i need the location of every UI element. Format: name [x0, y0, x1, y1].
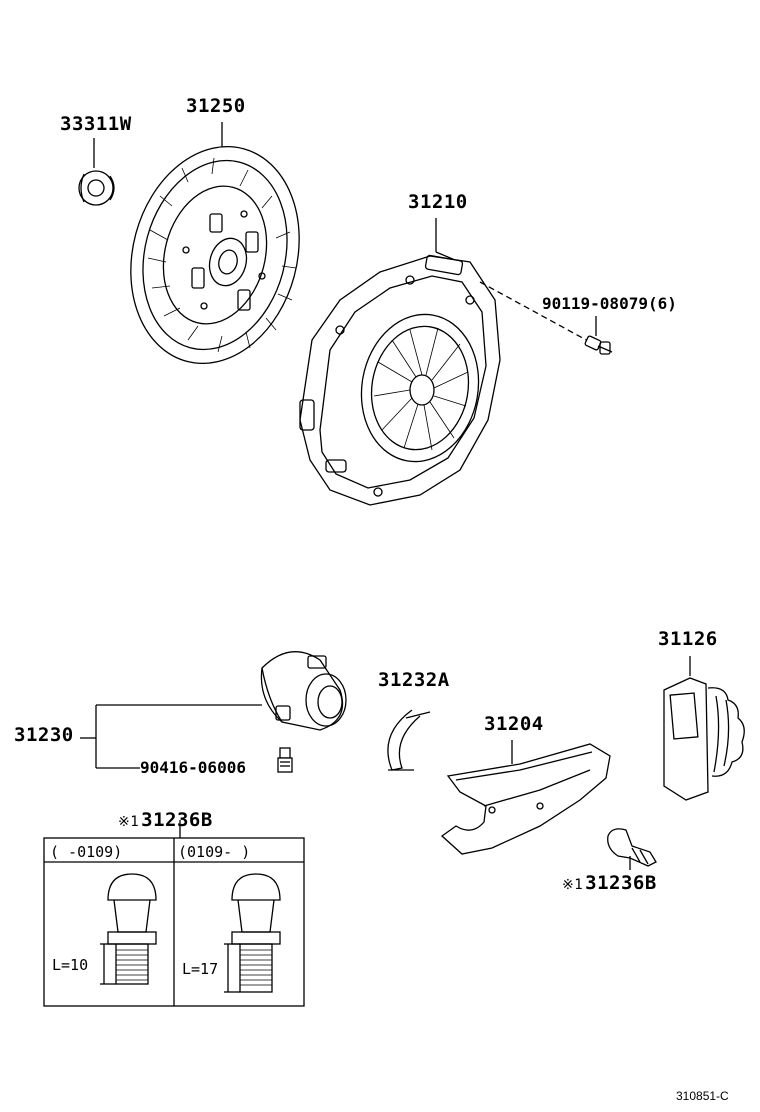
label-90119-08079: 90119-08079(6)	[542, 294, 677, 313]
pivot-variant-table	[43, 820, 305, 1007]
label-31204: 31204	[484, 713, 544, 735]
label-33311w: 33311W	[60, 113, 132, 135]
release-fork	[440, 740, 611, 855]
note-mark-right: ※1	[562, 877, 584, 893]
label-31232a: 31232A	[378, 669, 450, 691]
fork-boot	[663, 656, 745, 801]
table-right-header: (0109- )	[178, 843, 251, 861]
label-31230: 31230	[14, 724, 74, 746]
release-bearing	[260, 651, 347, 731]
label-31126: 31126	[658, 628, 718, 650]
table-right-length: L=17	[182, 960, 219, 978]
table-left-length: L=10	[52, 956, 89, 974]
clutch-disc	[130, 122, 300, 365]
label-31210: 31210	[408, 191, 468, 213]
grease-fitting	[277, 747, 293, 773]
label-31236b-right-text: 31236B	[585, 872, 657, 894]
label-31236b-top-text: 31236B	[141, 809, 213, 831]
clutch-cover	[299, 218, 591, 506]
cover-bolt	[584, 316, 613, 355]
release-bearing-bracket	[80, 704, 262, 769]
pilot-bearing	[78, 138, 115, 206]
label-31250: 31250	[186, 95, 246, 117]
note-mark-top: ※1	[118, 814, 140, 830]
fork-pivot	[607, 828, 657, 870]
table-left-header: ( -0109)	[50, 843, 123, 861]
retaining-clip	[387, 709, 431, 771]
label-90416-06006: 90416-06006	[140, 758, 246, 777]
footer-code: 310851-C	[676, 1089, 729, 1103]
